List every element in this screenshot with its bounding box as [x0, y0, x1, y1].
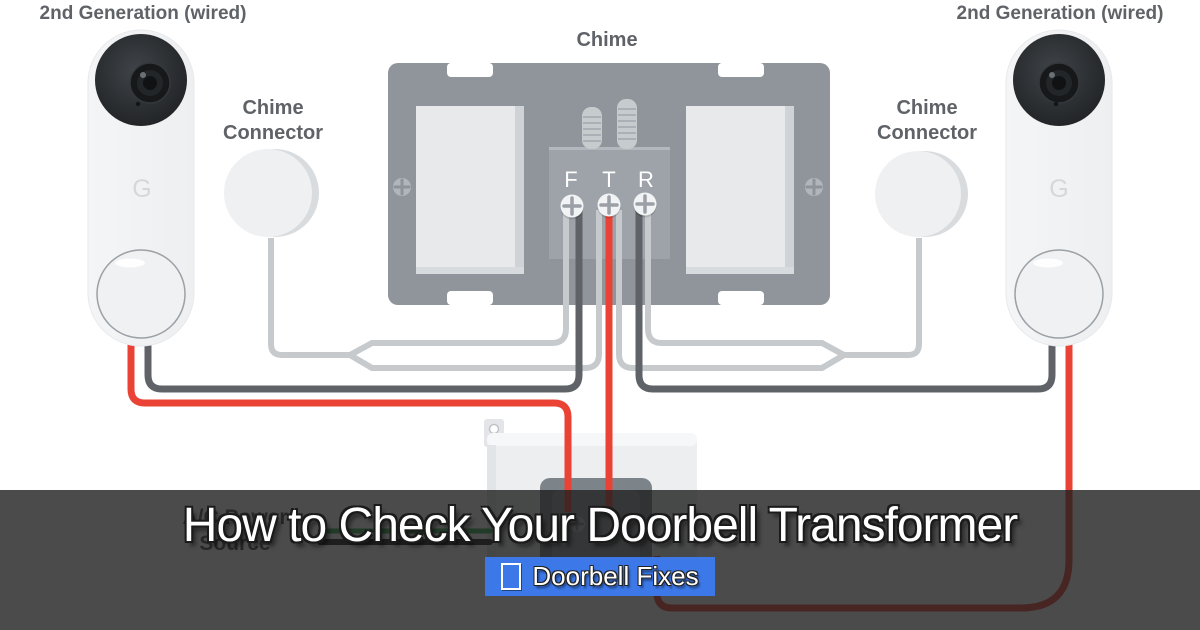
doorbell-button	[96, 249, 186, 339]
mic-hole	[1053, 101, 1059, 107]
terminal-screw-trans	[597, 193, 621, 219]
chime-cover-right	[686, 106, 794, 274]
right-doorbell-label: 2nd Generation (wired)	[956, 3, 1164, 24]
left-doorbell-gray-wire	[144, 210, 583, 393]
right-connector-label-line2: Connector	[877, 122, 977, 144]
chime-cover-left	[416, 106, 524, 274]
right-doorbell	[1005, 29, 1113, 347]
terminal-post-right	[617, 99, 637, 149]
left-connector-label-line2: Connector	[223, 122, 323, 144]
right-chime-connector	[875, 151, 968, 237]
left-connector-label-line1: Chime	[242, 97, 304, 119]
doorbell-button	[1014, 249, 1104, 339]
terminal-screws	[560, 192, 657, 220]
terminal-screw-rear	[633, 192, 657, 218]
left-doorbell	[87, 29, 195, 347]
terminal-label-front: F	[564, 167, 578, 192]
page-title: How to Check Your Doorbell Transformer	[182, 499, 1018, 552]
right-connector-label-line1: Chime	[896, 97, 958, 119]
left-chime-connector	[224, 149, 319, 237]
terminal-screw-front	[560, 194, 584, 220]
right-connector-label: Chime Connector	[877, 96, 977, 146]
left-doorbell-red-wire	[127, 328, 572, 512]
right-doorbell-gray-wire	[635, 210, 1056, 393]
left-connector-label: Chime Connector	[223, 96, 323, 146]
category-badge-label: Doorbell Fixes	[532, 561, 699, 591]
plate-screw-left	[393, 178, 411, 196]
plate-screw-right	[805, 178, 823, 196]
right-connector-wire-2	[616, 210, 846, 371]
chime-label: Chime	[576, 29, 638, 51]
left-connector-wire	[268, 210, 569, 358]
right-connector-wire	[645, 210, 922, 358]
terminal-label-rear: R	[638, 167, 654, 192]
terminal-label-trans: T	[602, 167, 616, 192]
left-connector-wire-2	[348, 210, 602, 371]
left-doorbell-label: 2nd Generation (wired)	[39, 3, 247, 24]
terminal-post-left	[582, 107, 602, 149]
google-logo-left: G	[132, 175, 152, 203]
missing-glyph-icon	[501, 562, 522, 590]
google-logo-right: G	[1049, 175, 1069, 203]
title-overlay: How to Check Your Doorbell Transformer D…	[0, 490, 1200, 630]
doorbell-gray-wires	[144, 210, 1056, 393]
connector-wires	[268, 210, 922, 371]
category-badge: Doorbell Fixes	[485, 557, 715, 596]
mic-hole	[135, 101, 141, 107]
